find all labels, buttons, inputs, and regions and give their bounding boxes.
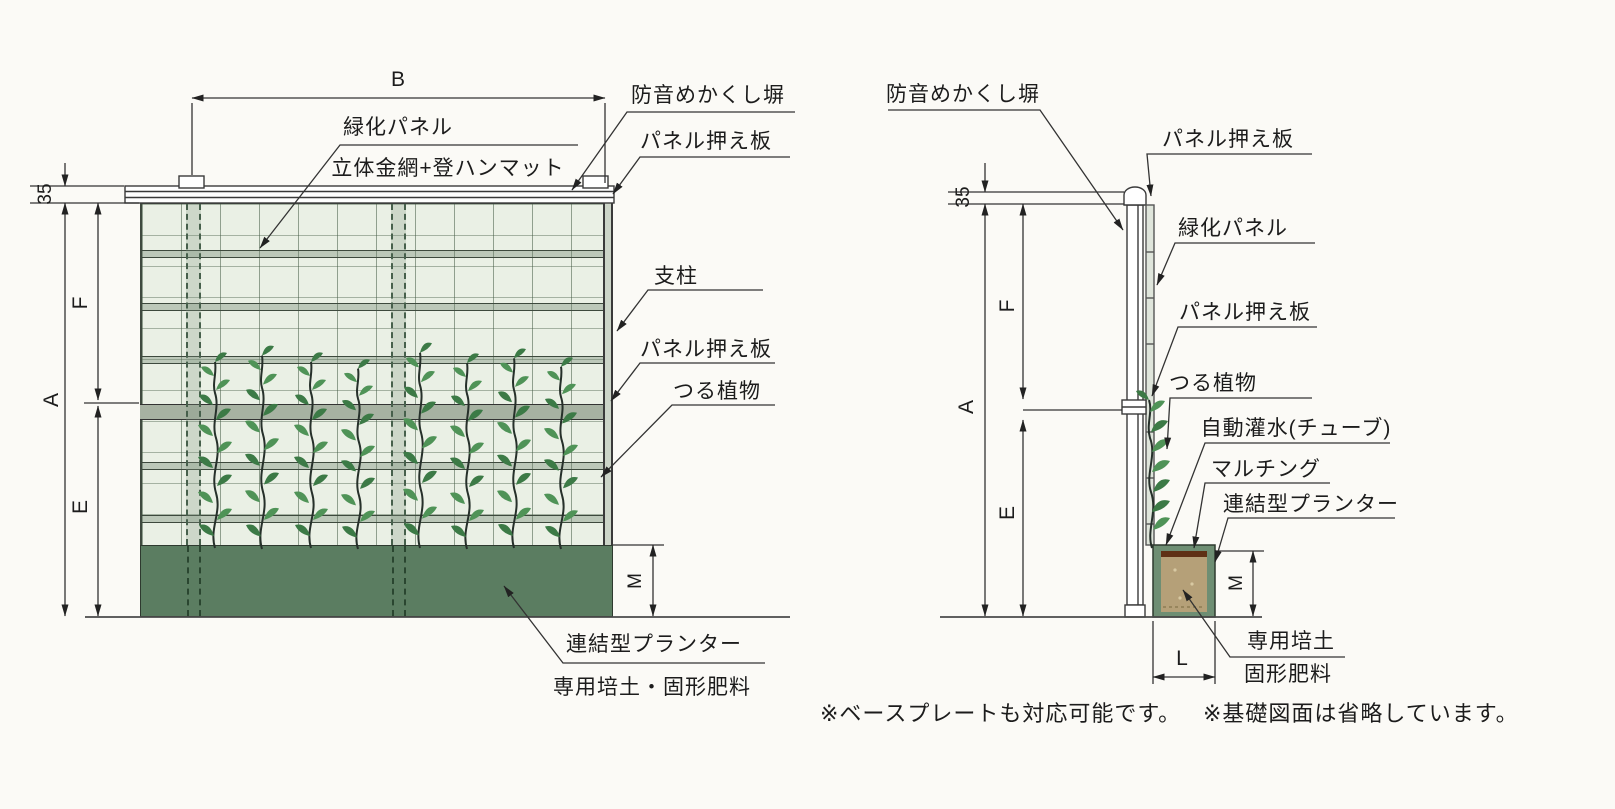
front-label-green-panel: 緑化パネル — [343, 116, 453, 139]
front-greening-panel-grid — [140, 203, 613, 545]
side-dim-L: L — [1176, 647, 1188, 670]
front-label-mesh-mat: 立体金網+登ハンマット — [331, 157, 565, 180]
grid-heavy-band — [142, 250, 607, 258]
side-planter-soil — [1161, 551, 1207, 612]
side-label-soundproof-fence: 防音めかくし塀 — [886, 83, 1040, 106]
front-label-soil-fertilizer: 専用培土・固形肥料 — [553, 676, 751, 699]
note-foundation: ※基礎図面は省略しています。 — [1203, 701, 1519, 726]
side-fence-wall — [1126, 204, 1144, 606]
grid-heavy-band — [142, 303, 607, 311]
front-post-cap-right — [582, 175, 609, 189]
side-label-fertilizer: 固形肥料 — [1244, 663, 1332, 686]
planter-hidden-joint — [187, 546, 201, 616]
side-label-planter: 連結型プランター — [1223, 493, 1399, 516]
front-label-planter: 連結型プランター — [566, 633, 742, 656]
side-planter-mulch — [1161, 551, 1207, 557]
side-label-panel-plate-top: パネル押え板 — [1162, 128, 1294, 151]
front-dim-E: E — [69, 499, 92, 515]
side-vine — [1136, 390, 1170, 549]
front-dim-F: F — [69, 296, 92, 310]
grid-heavy-band — [142, 515, 607, 523]
side-post-cap — [1123, 186, 1147, 206]
side-wall-foot — [1124, 604, 1146, 618]
front-post-hidden-line — [186, 204, 201, 545]
front-panel-press-plate-mid — [140, 404, 613, 420]
side-label-mulching: マルチング — [1211, 458, 1321, 481]
front-post-hidden-line — [391, 204, 406, 545]
front-dim-35: 35 — [35, 183, 56, 205]
grid-heavy-band — [142, 356, 607, 364]
front-dim-M: M — [625, 573, 646, 589]
side-dim-E: E — [996, 505, 1019, 521]
side-dim-M: M — [1226, 575, 1247, 591]
grid-heavy-band — [142, 462, 607, 470]
front-label-vine: つる植物 — [673, 380, 761, 403]
side-label-soil: 専用培土 — [1247, 630, 1335, 653]
front-dim-B: B — [390, 68, 406, 91]
side-label-green-panel: 緑化パネル — [1178, 217, 1288, 240]
side-dim-35: 35 — [953, 186, 974, 208]
front-post-right-edge — [603, 203, 613, 545]
front-planter — [140, 545, 613, 617]
side-label-irrigation: 自動灌水(チューブ) — [1200, 417, 1392, 440]
front-label-post: 支柱 — [654, 265, 698, 288]
planter-hidden-joint — [392, 546, 406, 616]
side-greening-panel-strip — [1145, 204, 1155, 546]
side-dim-A: A — [955, 399, 978, 415]
front-dim-A: A — [40, 392, 63, 408]
side-press-plate-mid — [1121, 399, 1147, 415]
side-label-panel-plate-mid: パネル押え板 — [1179, 301, 1311, 324]
front-post-cap-left — [178, 175, 205, 189]
side-label-vine: つる植物 — [1169, 372, 1257, 395]
note-baseplate: ※ベースプレートも対応可能です。 — [820, 701, 1182, 726]
front-label-panel-plate-mid: パネル押え板 — [640, 338, 772, 361]
side-planter — [1152, 544, 1216, 618]
side-structure — [1121, 186, 1155, 618]
side-dim-F: F — [996, 299, 1019, 313]
front-label-panel-plate-top: パネル押え板 — [640, 130, 772, 153]
front-label-soundproof-fence: 防音めかくし塀 — [631, 84, 785, 107]
